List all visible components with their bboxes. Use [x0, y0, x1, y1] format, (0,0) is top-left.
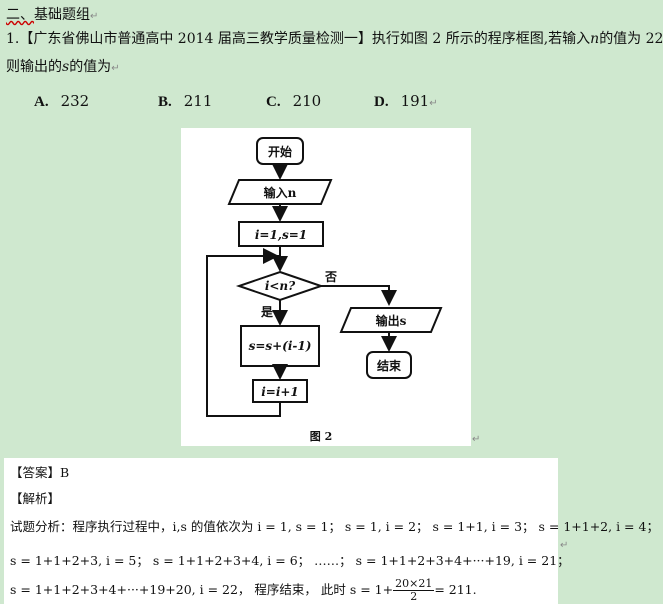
flow-arrow	[321, 285, 397, 306]
analysis-line-3b: = 211.	[434, 582, 477, 597]
analysis-line-1: 试题分析：程序执行过程中，i,s 的值依次为 i = 1, s = 1； s =…	[10, 519, 659, 534]
start-label: 开始	[268, 144, 292, 159]
yes-label: 是	[260, 305, 274, 319]
analysis-label: 【解析】	[10, 491, 61, 506]
section-title: 二、基础题组↵	[6, 4, 98, 24]
option-letter: D.	[374, 94, 389, 110]
option-letter: C.	[266, 94, 281, 110]
question-line2-a: 则输出的	[6, 59, 62, 75]
output-node	[339, 307, 443, 333]
answer-row: 【答案】B	[10, 462, 69, 481]
return-mark: ↵	[560, 540, 569, 551]
no-label: 否	[324, 270, 337, 284]
fraction-denominator: 2	[410, 590, 418, 603]
end-node	[366, 351, 412, 379]
return-mark: ↵	[90, 11, 99, 22]
option-c: C. 210	[266, 92, 321, 111]
answer-value: B	[60, 465, 70, 480]
return-mark: ↵	[472, 434, 481, 445]
figure-caption: 图 2	[310, 430, 332, 443]
option-letter: B.	[158, 94, 172, 110]
input-node	[227, 179, 333, 205]
option-value: 211	[183, 92, 213, 110]
option-b: B. 211	[158, 92, 212, 111]
option-a: A. 232	[34, 92, 89, 111]
answer-box: 【答案】B 【解析】 试题分析：程序执行过程中，i,s 的值依次为 i = 1,…	[4, 458, 659, 604]
question-line-2: 则输出的s的值为↵	[6, 56, 120, 76]
option-letter: A.	[34, 94, 49, 110]
question-source: 【广东省佛山市普通高中 2014 届高三教学质量检测一】	[19, 31, 372, 47]
return-mark: ↵	[429, 98, 438, 109]
flowchart-figure: 开始 输入n i=1,s=1 i<n? 否 是 s=s+(i-1) i=i+1 …	[181, 128, 471, 446]
update-i-label: i=i+1	[261, 385, 299, 399]
analysis-line-3: s = 1+1+2+3+4+···+19+20, i = 22， 程序结束， 此…	[10, 578, 477, 603]
question-text-a: 执行如图 2 所示的程序框图,若输入	[371, 31, 591, 47]
return-mark: ↵	[111, 63, 120, 74]
question-text-b: 的值为 22	[599, 31, 663, 47]
question-line-1: 1.【广东省佛山市普通高中 2014 届高三教学质量检测一】执行如图 2 所示的…	[6, 28, 663, 48]
input-label: 输入n	[264, 185, 297, 200]
option-value: 232	[60, 92, 90, 110]
option-value: 210	[292, 92, 322, 110]
var-n: n	[590, 31, 600, 47]
section-heading: 基础题组	[34, 7, 90, 23]
option-d: D. 191↵	[374, 92, 438, 111]
flowchart-svg: 开始 输入n i=1,s=1 i<n? 否 是 s=s+(i-1) i=i+1 …	[206, 137, 443, 443]
analysis-line-3a: s = 1+1+2+3+4+···+19+20, i = 22， 程序结束， 此…	[10, 582, 394, 597]
condition-label: i<n?	[265, 279, 296, 293]
option-value: 191	[400, 92, 430, 110]
output-label: 输出s	[376, 313, 407, 328]
update-s-label: s=s+(i-1)	[249, 339, 312, 353]
init-label: i=1,s=1	[255, 228, 307, 242]
answer-label: 【答案】	[10, 465, 61, 480]
question-number: 1.	[6, 31, 20, 47]
question-line2-b: 的值为	[69, 59, 112, 75]
fraction-numerator: 20×21	[393, 577, 435, 591]
end-label: 结束	[377, 358, 402, 373]
section-prefix: 二、	[6, 7, 34, 23]
var-s: s	[62, 59, 70, 75]
analysis-line-2: s = 1+1+2+3, i = 5； s = 1+1+2+3+4, i = 6…	[10, 553, 570, 568]
